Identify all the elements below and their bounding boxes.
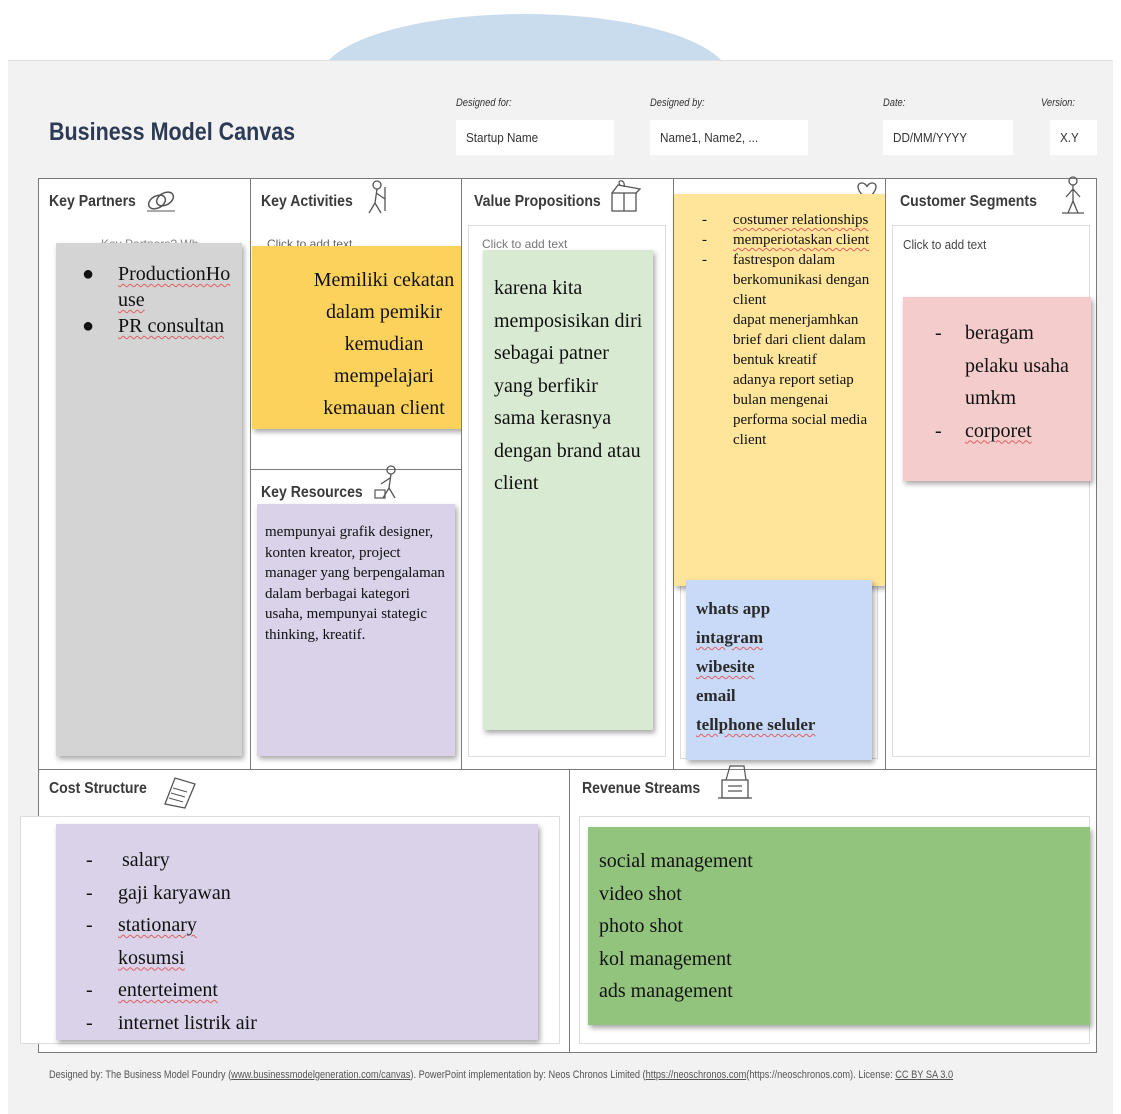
customer-segments-hint: Click to add text (903, 237, 987, 252)
worker-icon (368, 180, 386, 214)
date-label: Date: (883, 97, 906, 109)
footer-link-neoschronos[interactable]: https://neoschronos.com (645, 1069, 747, 1081)
version-label: Version: (1041, 97, 1075, 109)
list-item: video shot (599, 882, 682, 905)
list-item: whats app (696, 599, 771, 618)
list-item: intagram (696, 628, 764, 647)
person-icon (1062, 176, 1084, 214)
customer-segments-note[interactable]: -beragam pelaku usaha umkm -corporet (903, 297, 1091, 481)
list-item: ●ProductionHo use (82, 263, 231, 311)
list-item: -salary (86, 849, 170, 871)
designed-by-label: Designed by: (650, 97, 705, 109)
footer-credits: Designed by: The Business Model Foundry … (49, 1069, 954, 1081)
date-field[interactable]: DD/MM/YYYY (883, 120, 1013, 155)
list-item: photo shot (599, 915, 683, 937)
designed-for-label: Designed for: (456, 97, 512, 109)
list-item: -gaji karyawan (86, 881, 231, 904)
customer-segments-title: Customer Segments (900, 193, 1037, 210)
list-item: wibesite (696, 657, 755, 676)
customer-relationships-note[interactable]: -costumer relationships -memperiotaskan … (674, 194, 885, 586)
resources-icon (374, 465, 396, 499)
value-propositions-title: Value Propositions (474, 193, 601, 210)
list-item: -corporet (935, 419, 1032, 442)
list-item: -internet listrik air (86, 1011, 257, 1034)
list-item: -beragam pelaku usaha umkm (935, 322, 1069, 409)
key-activities-note[interactable]: Memiliki cekatan dalam pemikir kemudian … (252, 246, 474, 429)
list-item: dapat menerjamhkan brief dari client dal… (733, 312, 866, 368)
version-field[interactable]: X.Y (1050, 120, 1097, 155)
list-item: -stationary kosumsi (86, 914, 197, 969)
cost-structure-title: Cost Structure (49, 780, 147, 797)
receipt-icon (164, 777, 196, 809)
list-item: -fastrespon dalam berkomunikasi dengan c… (702, 252, 870, 308)
list-item: ●PR consultan (82, 315, 225, 337)
revenue-streams-title: Revenue Streams (582, 780, 701, 797)
key-partners-note[interactable]: ●ProductionHo use ●PR consultan (56, 243, 242, 756)
list-item: social management (599, 850, 753, 872)
list-item: ads management (599, 980, 733, 1002)
designed-for-field[interactable]: Startup Name (456, 120, 614, 155)
key-resources-note[interactable]: mempunyai grafik designer, konten kreato… (257, 504, 455, 756)
heart-icon (857, 182, 877, 200)
list-item: kol management (599, 947, 732, 970)
key-activities-title: Key Activities (261, 193, 353, 210)
list-item: -costumer relationships (702, 212, 869, 228)
gift-icon (611, 180, 642, 212)
value-propositions-note[interactable]: karena kita memposisikan diri sebagai pa… (483, 250, 653, 730)
link-icon (147, 191, 175, 212)
page-title: Business Model Canvas (49, 118, 296, 146)
cost-structure-note[interactable]: -salary -gaji karyawan -stationary kosum… (56, 824, 538, 1040)
list-item: adanya report setiap bulan mengenai perf… (733, 372, 868, 448)
list-item: -enterteiment (86, 979, 218, 1001)
list-item: -memperiotaskan client (702, 232, 870, 248)
key-partners-title: Key Partners (49, 193, 136, 210)
key-resources-title: Key Resources (261, 484, 363, 501)
value-propositions-hint: Click to add text (482, 237, 568, 251)
channels-note[interactable]: whats app intagram wibesite email tellph… (686, 580, 872, 760)
footer-link-canvas[interactable]: www.businessmodelgeneration.com/canvas (231, 1069, 411, 1081)
designed-by-field[interactable]: Name1, Name2, ... (650, 120, 808, 155)
footer-link-license[interactable]: CC BY SA 3.0 (895, 1069, 954, 1081)
list-item: email (696, 686, 736, 705)
revenue-streams-note[interactable]: social management video shot photo shot … (588, 827, 1090, 1025)
list-item: tellphone seluler (696, 715, 816, 734)
cash-register-icon (718, 765, 752, 799)
